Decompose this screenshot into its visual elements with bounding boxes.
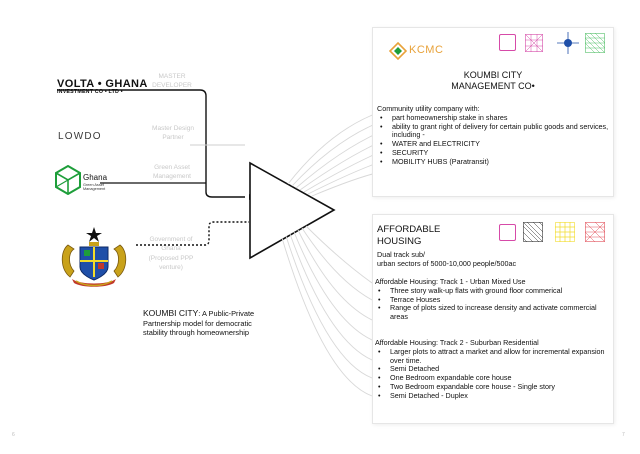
track2-item: Larger plots to attract a market and all… — [378, 347, 616, 365]
housing-title-line2: HOUSING — [377, 236, 422, 247]
kcmc-title-line1: KOUMBI CITY — [463, 70, 523, 80]
fan-lines-housing — [281, 225, 373, 397]
housing-title: AFFORDABLE HOUSING — [377, 224, 440, 248]
housing-card: AFFORDABLE HOUSING Dual track sub/ urban… — [372, 214, 614, 424]
kcmc-item: part homeownership stake in shares — [380, 113, 618, 123]
green-asset-cube-icon — [55, 165, 81, 195]
swatch-magenta-icon — [499, 34, 516, 51]
volta-ghana-name: VOLTA • GHANA — [57, 78, 148, 90]
housing-sub-line1: Dual track sub/ — [377, 250, 425, 259]
green-asset-logo: Ghana Green Asset Management — [55, 165, 107, 201]
volta-ghana-logo: VOLTA • GHANA INVESTMENT CO • LTD • — [57, 78, 148, 95]
kcmc-title: KOUMBI CITY MANAGEMENT CO• — [373, 70, 613, 92]
kcmc-list: part homeownership stake in shares abili… — [378, 113, 618, 167]
swatch-red-icon — [585, 222, 605, 242]
track2-item: Semi Detached - Duplex — [378, 391, 616, 401]
kcmc-item: ability to grant right of delivery for c… — [380, 122, 618, 140]
track1-item: Range of plots sized to increase density… — [378, 303, 616, 321]
green-asset-name: Ghana — [83, 173, 108, 182]
track1-item: Three story walk-up flats with ground fl… — [378, 286, 616, 296]
koumbi-caption-body: : A Public-Private Partnership model for… — [143, 309, 255, 338]
lowdo-logo: LOWDO — [58, 131, 102, 142]
lowdo-role-label: Master Design Partner — [152, 125, 194, 142]
swatch-diagonal-icon — [523, 222, 543, 242]
swatch-yellow-icon — [555, 222, 575, 242]
green-role-label: Green Asset Management — [153, 164, 191, 181]
kcmc-item: MOBILITY HUBS (Paratransit) — [380, 157, 618, 167]
kcmc-logo-text: KCMC — [409, 44, 444, 56]
track1-title: Affordable Housing: Track 1 - Urban Mixe… — [375, 277, 526, 286]
track2-item: Semi Detached — [378, 365, 616, 374]
track2-item: Two Bedroom expandable core house - Sing… — [378, 382, 616, 392]
green-asset-subline: Green Asset Management — [83, 183, 106, 192]
page-number-left: 6 — [12, 432, 15, 438]
housing-sub-line2: urban sectors of 5000-10,000 people/500a… — [377, 259, 517, 268]
swatch-magenta-outline-icon — [499, 224, 516, 241]
track2-item: One Bedroom expandable core house — [378, 373, 616, 383]
connector-arrowhead — [249, 194, 254, 200]
triangle-merge-icon — [249, 161, 336, 260]
kcmc-title-line2: MANAGEMENT CO• — [451, 81, 535, 91]
kcmc-item: SECURITY — [380, 148, 618, 158]
track2-title: Affordable Housing: Track 2 - Suburban R… — [375, 338, 539, 347]
track1-item: Terrace Houses — [378, 295, 616, 305]
track2-list: Larger plots to attract a market and all… — [376, 347, 616, 401]
koumbi-caption-lead: KOUMBI CITY — [143, 308, 199, 318]
fan-lines-kcmc — [287, 111, 381, 197]
swatch-green-icon — [585, 33, 605, 53]
kcmc-item: WATER and ELECTRICITY — [380, 139, 618, 149]
kcmc-logo-icon — [389, 42, 407, 60]
track1-list: Three story walk-up flats with ground fl… — [376, 286, 616, 322]
volta-role-label: MASTER DEVELOPER — [152, 73, 192, 90]
swatch-crosshair-icon — [557, 32, 579, 54]
kcmc-card: KCMC KOUMBI CITY MANAGEMENT CO• Communit… — [372, 27, 614, 197]
koumbi-caption: KOUMBI CITY: A Public-Private Partnershi… — [143, 308, 278, 338]
housing-title-line1: AFFORDABLE — [377, 224, 441, 235]
ghana-coat-of-arms-icon — [61, 227, 127, 287]
kcmc-card-tab — [372, 27, 463, 58]
page-number-right: 7 — [622, 432, 625, 438]
government-role-label: Government of Ghana (Proposed PPP ventur… — [148, 236, 194, 272]
swatch-grid-icon — [525, 34, 543, 52]
kcmc-intro: Community utility company with: — [377, 104, 480, 113]
